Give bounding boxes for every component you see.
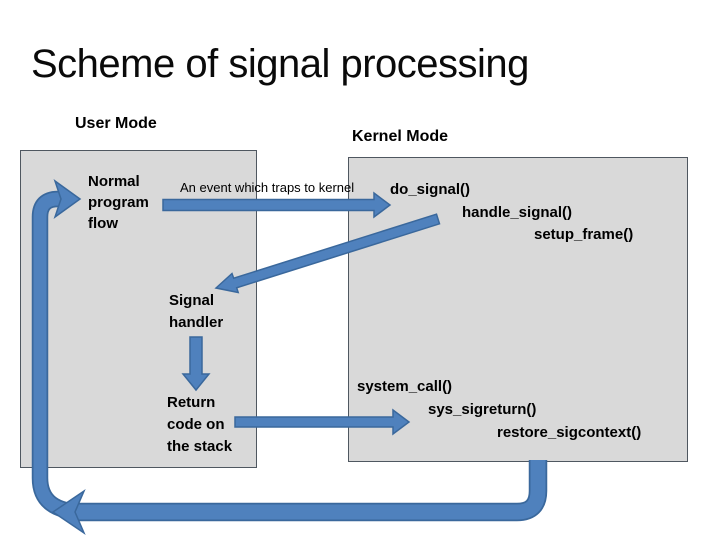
user-mode-label: User Mode <box>75 115 157 132</box>
restore-sigcontext-label: restore_sigcontext() <box>497 424 642 441</box>
kernel-mode-label: Kernel Mode <box>352 128 449 145</box>
handle-signal-label: handle_signal() <box>462 204 573 221</box>
return-code-label: Return code on the stack <box>167 394 233 455</box>
event-trap-arrow <box>162 191 392 219</box>
setup-frame-label: setup_frame() <box>534 226 634 243</box>
system-call-label: system_call() <box>357 378 453 395</box>
sys-sigreturn-label: sys_sigreturn() <box>428 401 537 418</box>
kernel-return-arrow <box>51 460 548 536</box>
return-to-syscall-arrow <box>234 408 411 436</box>
normal-program-flow-label: Normal program flow <box>88 173 149 232</box>
event-trap-annotation: An event which traps to kernel <box>180 180 355 195</box>
do-signal-label: do_signal() <box>390 181 471 198</box>
signal-handler-label: Signal handler <box>169 292 224 331</box>
handler-to-return-arrow <box>181 336 211 392</box>
loop-up-arrow <box>31 179 85 521</box>
kernel-mode-box <box>348 157 688 462</box>
to-signal-handler-arrow <box>214 213 441 294</box>
page-title: Scheme of signal processing <box>31 42 529 86</box>
